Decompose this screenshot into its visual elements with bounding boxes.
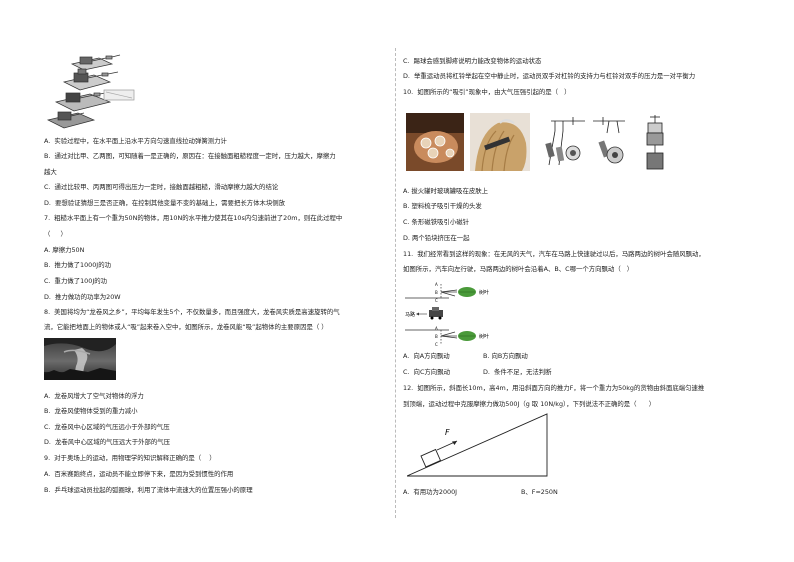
column-divider — [395, 48, 396, 518]
q11-option-d: D. 条件不足，无法判断 — [483, 368, 552, 376]
q11-label-a1: A — [435, 282, 438, 287]
q12-option-a: A. 有用功为2000J — [403, 488, 458, 496]
q11-label-a2: A — [435, 326, 438, 331]
friction-experiment-figure — [46, 54, 135, 129]
q6-option-c: C. 通过比较甲、丙两图可得出压力一定时，接触面越粗糙，滑动摩擦力越大的结论 — [44, 183, 279, 191]
q7-option-a: A. 摩擦力50N — [44, 246, 85, 254]
q9-stem: 9. 对于奥场上的运动，用物理学的知识解释正确的是（ ） — [44, 454, 216, 462]
left-column: A. 实验过程中，在水平面上沿水平方向匀速直线拉动弹簧测力计 B. 通过对比甲、… — [44, 54, 343, 494]
q11-leaf-label-top: 树叶 — [479, 289, 489, 296]
q12-incline-diagram: F — [407, 413, 548, 477]
force-label-f: F — [445, 428, 450, 437]
q12-option-b: B、F=250N — [521, 488, 558, 496]
experiment-setup-4 — [46, 111, 96, 129]
cargo-box — [420, 448, 442, 468]
q10-comb-hair-photo — [470, 113, 530, 171]
q11-option-c: C. 向C方向飘动 — [403, 368, 450, 376]
q8-option-a: A. 龙卷风增大了空气对物体的浮力 — [44, 392, 144, 400]
experiment-setup-3 — [54, 89, 135, 112]
q9-option-b: B. 乒乓球运动员拉起的弧圈球，利用了流体中流速大的位置压强小的原理 — [44, 486, 253, 494]
q10-option-b: B. 塑料梳子吸引干燥的头发 — [403, 202, 482, 210]
leaf-icon-bottom — [458, 331, 476, 341]
experiment-setup-2 — [62, 68, 119, 91]
q11-road-leaves-diagram: A B C A B C 马路 树叶 树叶 — [405, 282, 489, 347]
q11-label-c2: C — [435, 342, 438, 347]
q7-option-d: D. 推力做功的功率为20W — [44, 293, 121, 301]
q11-stem-line1: 11. 我们经常看到这样的现象：在无风的天气，汽车在马路上快速驶过以后，马路两边… — [403, 250, 705, 258]
q7-option-c: C. 重力做了100J的功 — [44, 277, 107, 285]
q11-option-b: B. 向B方向飘动 — [483, 352, 528, 360]
q11-label-b2: B — [435, 334, 438, 339]
q8-option-c: C. 龙卷风中心区域的气压远小于外部的气压 — [44, 423, 170, 431]
q10-option-c: C. 条形磁铁吸引小磁针 — [403, 218, 470, 226]
q7-stem-line2: （ ） — [44, 230, 67, 238]
q8-option-d: D. 龙卷风中心区域的气压远大于外部的气压 — [44, 438, 171, 446]
q10-stem: 10. 如图所示的“吸引”现象中，由大气压强引起的是（ ） — [403, 88, 571, 96]
q6-option-a: A. 实验过程中，在水平面上沿水平方向匀速直线拉动弹簧测力计 — [44, 137, 227, 145]
q7-stem-line1: 7. 粗糙水平面上有一个重为50N的物体，用10N的水平推力使其在10s内匀速前… — [44, 214, 343, 222]
force-arrow — [436, 440, 458, 451]
q6-option-b-line1: B. 通过对比甲、乙两图，可知随着一是正确的，原因在：在接触面粗糙程度一定时，压… — [44, 152, 336, 160]
q10-option-a: A. 拔火罐时玻璃罐吸在皮肤上 — [403, 187, 489, 195]
q12-stem-line2: 到顶端，运动过程中克服摩擦力做功500J（g 取 10N/kg），下列说法不正确… — [403, 400, 656, 408]
car-icon — [429, 307, 443, 320]
q6-option-b-line2: 越大 — [44, 168, 57, 176]
q11-stem-line2: 如图所示，汽车向左行驶，马路两边的树叶会沿着A、B、C哪一个方向飘动（ ） — [403, 265, 634, 273]
q12-stem-line1: 12. 如图所示，斜面长10m，高4m，用沿斜面方向的推力F，将一个重力为50k… — [403, 384, 705, 392]
q8-stem-line2: 流，它能把地面上的物体或人“吸”起来卷入空中，如图所示，龙卷风能“吸”起物体的主… — [44, 323, 328, 331]
q8-option-b: B. 龙卷风使物体受到的重力减小 — [44, 407, 138, 415]
q9-option-d: D. 举重运动员将杠铃举起在空中静止时，运动员双手对杠铃的支持力与杠铃对双手的压… — [403, 72, 696, 80]
q11-option-a: A. 向A方向飘动 — [403, 352, 450, 360]
tornado-photo — [44, 338, 116, 380]
q10-magnet-compass-diagram — [545, 117, 625, 166]
q6-option-d: D. 要想验证猜想三是否正确，在控制其他变量不变的基础上，需要把长方体木块侧放 — [44, 199, 286, 207]
q9-option-a: A. 百米赛跑终点，运动员不能立即停下来，是因为受到惯性的作用 — [44, 470, 234, 478]
q9-option-c: C. 踢球会感到脚疼说明力能改变物体的运动状态 — [403, 57, 542, 65]
q7-option-b: B. 推力做了1000J的功 — [44, 261, 111, 269]
q8-stem-line1: 8. 美国将均为“龙卷风之乡”，平均每年发生5个，不仅数量多，而且强度大，龙卷风… — [44, 308, 340, 316]
q10-cupping-photo — [406, 113, 464, 171]
q11-label-b1: B — [435, 290, 438, 295]
q10-lead-blocks-diagram — [646, 115, 664, 170]
q11-leaf-label-bottom: 树叶 — [479, 333, 489, 340]
experiment-setup-1 — [70, 54, 121, 71]
q11-road-label: 马路 — [405, 311, 415, 318]
leaf-icon-top — [458, 287, 476, 297]
q10-option-d: D. 两个铅块挤压在一起 — [403, 234, 470, 242]
q11-label-c1: C — [435, 298, 438, 303]
right-column: C. 踢球会感到脚疼说明力能改变物体的运动状态 D. 举重运动员将杠铃举起在空中… — [397, 0, 794, 562]
